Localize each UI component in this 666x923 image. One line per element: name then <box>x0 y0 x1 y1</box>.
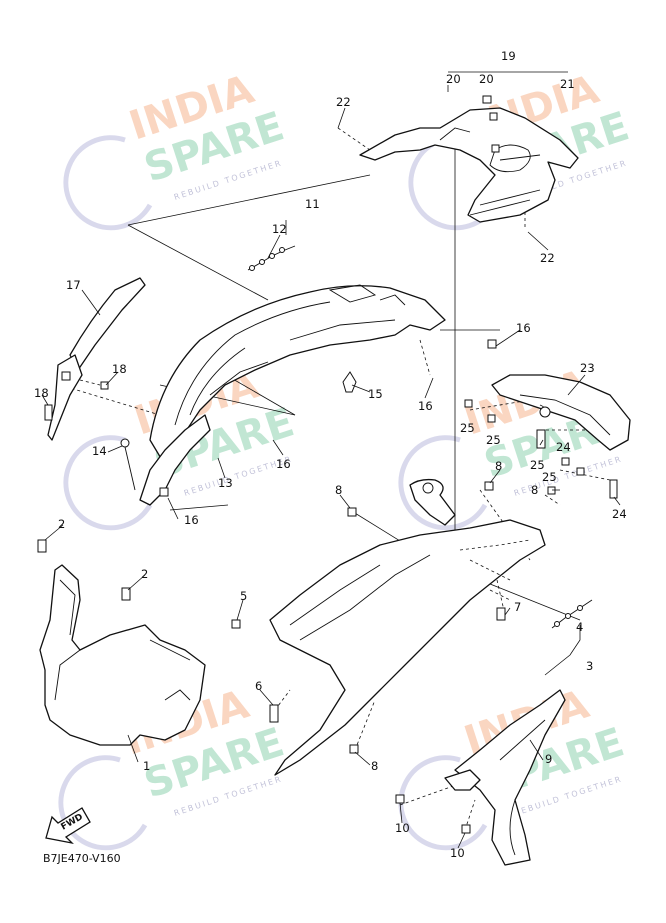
callout-8: 8 <box>531 483 538 497</box>
callout-19: 19 <box>501 49 516 63</box>
callout-5: 5 <box>240 589 247 603</box>
callout-7: 7 <box>514 600 521 614</box>
callout-24: 24 <box>612 507 627 521</box>
part-1-front-cowl <box>37 539 206 746</box>
part-11-upper-side-cover <box>139 284 446 506</box>
part-9-lower-cover <box>395 689 566 866</box>
callout-20: 20 <box>479 72 494 86</box>
callout-8: 8 <box>335 483 342 497</box>
callout-leaders <box>41 71 621 849</box>
callout-16: 16 <box>276 457 291 471</box>
callout-6: 6 <box>255 679 262 693</box>
callout-21: 21 <box>560 77 575 91</box>
fwd-arrow-icon: FWD <box>45 807 91 845</box>
callout-25: 25 <box>542 470 557 484</box>
callout-25: 25 <box>486 433 501 447</box>
callout-20: 20 <box>446 72 461 86</box>
callout-2: 2 <box>141 567 148 581</box>
callout-11: 11 <box>305 197 320 211</box>
watermark-top-left: INDIA SPARE REBUILD TOGETHER <box>63 66 290 231</box>
callout-18: 18 <box>112 362 127 376</box>
callout-10: 10 <box>395 821 410 835</box>
callout-1: 1 <box>143 759 150 773</box>
callout-25: 25 <box>460 421 475 435</box>
part-19-rear-bracket <box>359 95 579 223</box>
callout-4: 4 <box>576 620 583 634</box>
callout-10: 10 <box>450 846 465 860</box>
callout-9: 9 <box>545 752 552 766</box>
part-4-clip <box>551 599 593 629</box>
callout-15: 15 <box>368 387 383 401</box>
part-15-clip <box>342 371 357 393</box>
callout-18: 18 <box>34 386 49 400</box>
part-23-rear-cover <box>464 339 631 499</box>
callout-23: 23 <box>580 361 595 375</box>
callout-2: 2 <box>58 517 65 531</box>
diagram-code: B7JE470-V160 <box>43 852 121 865</box>
callout-22: 22 <box>540 251 555 265</box>
callout-16: 16 <box>418 399 433 413</box>
callout-8: 8 <box>495 459 502 473</box>
callout-17: 17 <box>66 278 81 292</box>
callout-8: 8 <box>371 759 378 773</box>
part-17-side-panel <box>44 277 146 441</box>
callout-3: 3 <box>586 659 593 673</box>
callout-22: 22 <box>336 95 351 109</box>
callout-24: 24 <box>556 440 571 454</box>
callout-16: 16 <box>184 513 199 527</box>
callout-14: 14 <box>92 444 107 458</box>
callout-13: 13 <box>218 476 233 490</box>
callout-16: 16 <box>516 321 531 335</box>
part-14-bolt <box>120 438 136 491</box>
callout-labels: 1 2 2 3 4 5 6 7 8 8 8 8 9 10 10 11 12 13… <box>34 49 627 860</box>
part-12-clip <box>247 245 296 271</box>
callout-12: 12 <box>272 222 287 236</box>
part-3-lower-panel <box>231 478 556 776</box>
callout-25: 25 <box>530 458 545 472</box>
